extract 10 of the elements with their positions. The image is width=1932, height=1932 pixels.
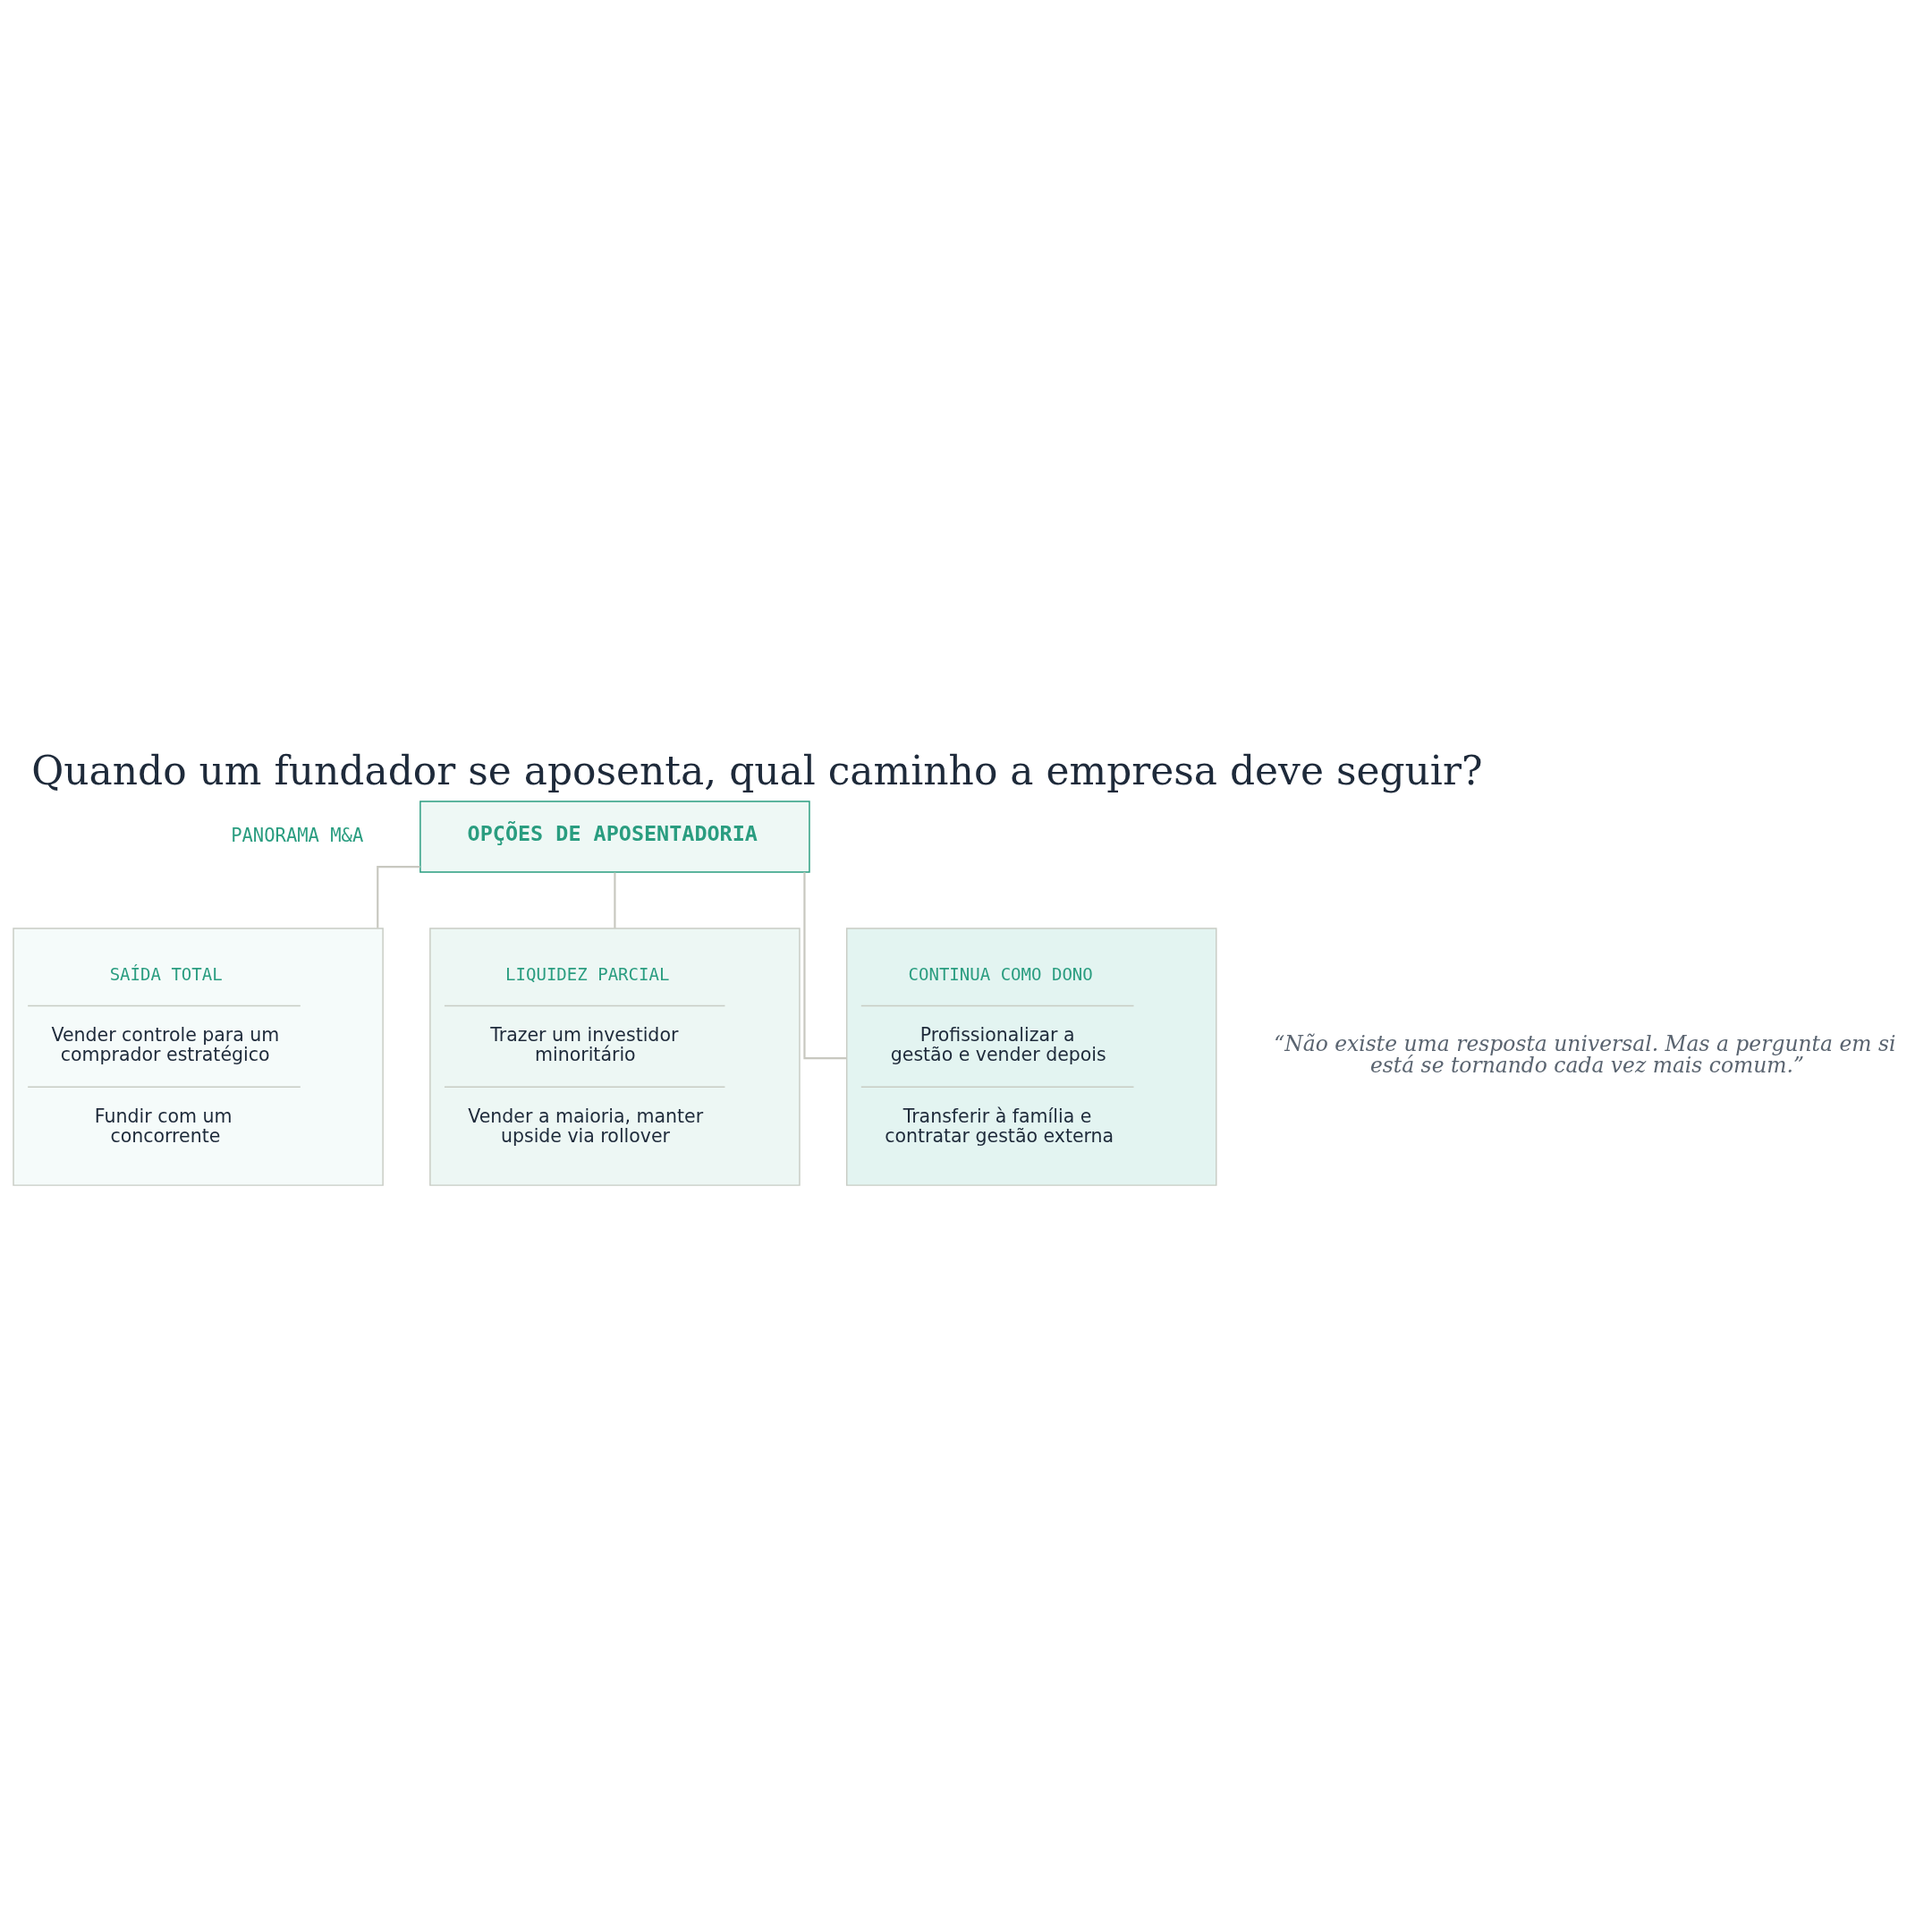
connector (377, 865, 420, 928)
diagram-title: Quando um fundador se aposenta, qual caminho a empresa deve seguir? (31, 747, 1483, 793)
label: PANORAMA M&A (231, 824, 364, 846)
connector (614, 872, 616, 928)
caption: “Não existe uma resposta universal. Mas a pergunta em si está se tornando cada vez mais comum.” (1274, 1030, 1896, 1078)
node-box: LIQUIDEZ PARCIAL Trazer um investidor minoritário Vender a maioria, manter upside via rollover (429, 927, 801, 1186)
node-box: SAÍDA TOTAL Vender controle para um comprador estratégico Fundir com um concorrente (13, 927, 384, 1186)
connector (803, 871, 847, 1059)
node-box: OPÇÕES DE APOSENTADORIA (419, 800, 810, 873)
node-box: CONTINUA COMO DONO Profissionalizar a gestão e vender depois Transferir à família e contratar gestão externa (845, 927, 1217, 1186)
